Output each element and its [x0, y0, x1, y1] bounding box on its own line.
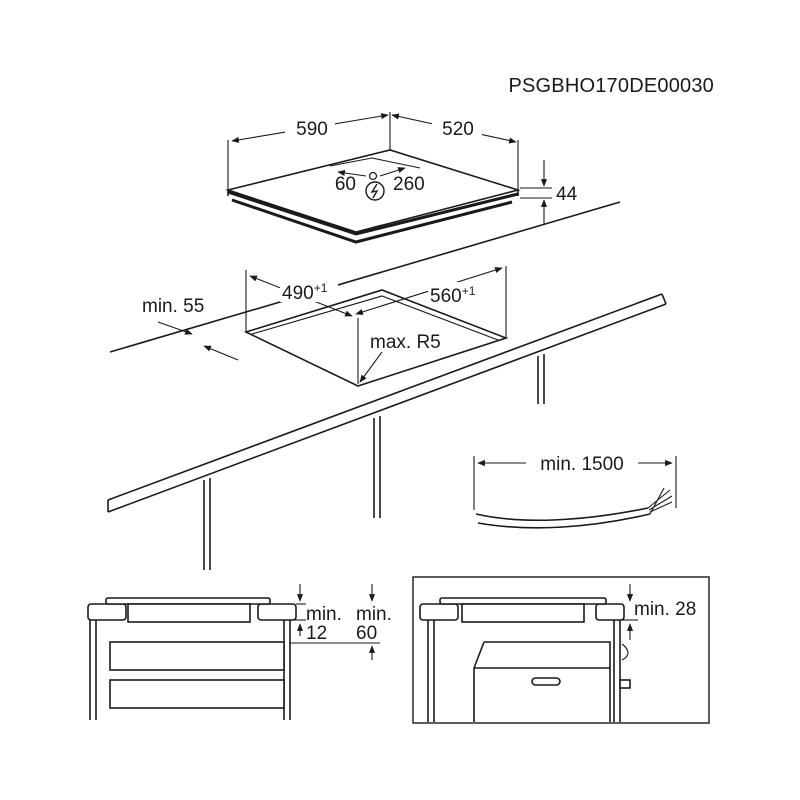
hob-depth-dimension: 520 [391, 113, 519, 190]
min12-line2: 12 [306, 623, 327, 644]
hob-illustration: 60 260 [225, 149, 521, 244]
hob-rim [227, 190, 519, 236]
corner-radius-callout: max. R5 [357, 318, 441, 384]
edge-distance-label: min. 55 [142, 296, 204, 317]
cutout-depth-dimension: 490+1 [245, 270, 353, 332]
hob-depth-label: 520 [442, 119, 474, 140]
section-hob-glass [105, 597, 271, 605]
cable-length-label: min. 1500 [540, 454, 623, 475]
hob-height-dimension: 44 [520, 160, 578, 224]
power-connection-icon [365, 181, 385, 201]
section-drawers: min. 12 min. 60 [87, 584, 392, 720]
conn-left-label: 60 [335, 174, 356, 195]
cable-length-dimension: min. 1500 [473, 454, 677, 510]
min60-line2: 60 [356, 623, 377, 644]
document-code: PSGBHO170DE00030 [508, 75, 714, 97]
oven-body [473, 641, 611, 722]
corner-radius-label: max. R5 [370, 332, 441, 353]
power-cable [475, 487, 673, 529]
conn-right-label: 260 [393, 174, 425, 195]
hob-width-label: 590 [296, 119, 328, 140]
cutout-width-dimension: 560+1 [355, 266, 507, 338]
oven-handle [531, 677, 561, 686]
min28-label: min. 28 [634, 599, 696, 620]
edge-distance-dimension: min. 55 [142, 296, 239, 361]
section-oven-frame [412, 576, 710, 724]
section-oven-hob-glass [439, 597, 607, 605]
min60-line1: min. [356, 604, 392, 625]
cutout-depth-label: 490+1 [282, 281, 328, 304]
hob-width-dimension: 590 [227, 112, 391, 190]
conn-arrow-right [379, 167, 406, 177]
hob-height-label: 44 [556, 184, 578, 205]
worktop [107, 201, 667, 570]
conn-arrow-left [337, 169, 367, 177]
section-oven: min. 28 [412, 576, 710, 724]
cutout-width-label: 560+1 [430, 284, 476, 307]
min12-line1: min. [306, 604, 342, 625]
hob-body [231, 198, 513, 244]
